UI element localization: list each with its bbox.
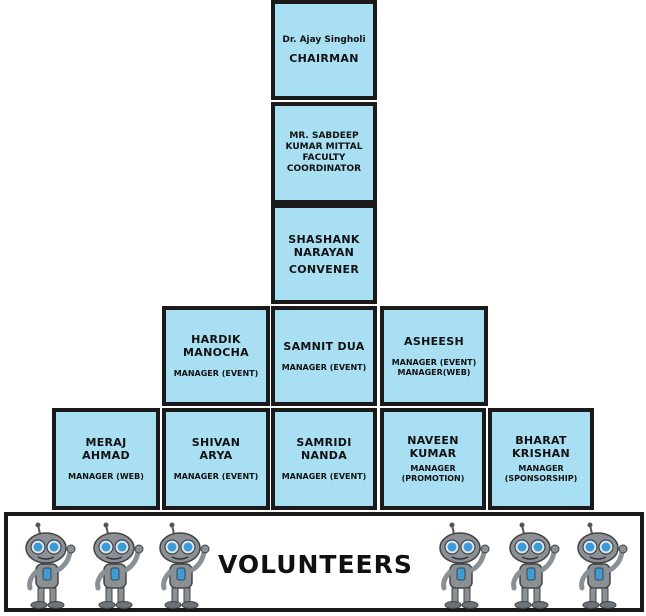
- hardik-box: HARDIK MANOCHA MANAGER (EVENT): [162, 306, 270, 406]
- convener-role: CONVENER: [288, 262, 360, 276]
- naveen-name-line1: NAVEEN: [407, 434, 459, 447]
- bharat-box: BHARAT KRISHAN MANAGER (SPONSORSHIP): [488, 408, 594, 510]
- meraj-name-line1: MERAJ: [85, 436, 127, 449]
- shivan-name-line1: SHIVAN: [191, 436, 241, 449]
- faculty-role-line2: COORDINATOR: [286, 164, 362, 174]
- bharat-name-line1: BHARAT: [515, 434, 567, 447]
- samridi-name-line1: SAMRIDI: [296, 436, 352, 449]
- asheesh-role1: MANAGER (EVENT): [391, 357, 477, 367]
- faculty-name-line2: KUMAR MITTAL: [285, 142, 363, 152]
- chairman-name: Dr. Ajay Singholi: [282, 35, 366, 45]
- shivan-role: MANAGER (EVENT): [173, 472, 259, 481]
- samridi-role: MANAGER (EVENT): [281, 472, 367, 481]
- faculty-name-line1: MR. SABDEEP: [289, 131, 359, 141]
- meraj-name-line2: AHMAD: [82, 449, 130, 462]
- robot-icon: [159, 522, 210, 609]
- samnit-box: SAMNIT DUA MANAGER (EVENT): [271, 306, 377, 406]
- robot-icon: [25, 522, 76, 609]
- hardik-name-line1: HARDIK: [191, 333, 241, 346]
- asheesh-name: ASHEESH: [404, 334, 464, 348]
- robot-icon: [93, 522, 144, 609]
- volunteers-label: VOLUNTEERS: [218, 550, 413, 579]
- shivan-box: SHIVAN ARYA MANAGER (EVENT): [162, 408, 270, 510]
- naveen-role2: (PROMOTION): [401, 474, 465, 483]
- faculty-role-line1: FACULTY: [302, 153, 346, 163]
- shivan-name-line2: ARYA: [199, 449, 233, 462]
- samnit-role: MANAGER (EVENT): [281, 362, 367, 372]
- asheesh-role2: MANAGER(WEB): [397, 367, 471, 377]
- hardik-name-line2: MANOCHA: [183, 346, 249, 359]
- samridi-box: SAMRIDI NANDA MANAGER (EVENT): [271, 408, 377, 510]
- meraj-role: MANAGER (WEB): [68, 472, 144, 481]
- samnit-name: SAMNIT DUA: [283, 339, 365, 353]
- hardik-role: MANAGER (EVENT): [173, 369, 259, 378]
- naveen-role1: MANAGER: [410, 464, 456, 473]
- samridi-name-line2: NANDA: [300, 449, 348, 462]
- naveen-box: NAVEEN KUMAR MANAGER (PROMOTION): [380, 408, 486, 510]
- robot-icon: [577, 522, 628, 609]
- asheesh-box: ASHEESH MANAGER (EVENT) MANAGER(WEB): [380, 306, 488, 406]
- robot-icon: [439, 522, 490, 609]
- convener-name-line2: NARAYAN: [293, 245, 355, 259]
- chairman-role: CHAIRMAN: [289, 52, 359, 65]
- bharat-role1: MANAGER: [518, 464, 564, 473]
- faculty-coordinator-box: MR. SABDEEP KUMAR MITTAL FACULTY COORDIN…: [271, 102, 377, 204]
- convener-name-line1: SHASHANK: [288, 232, 360, 246]
- volunteers-box: VOLUNTEERS: [4, 512, 644, 612]
- meraj-box: MERAJ AHMAD MANAGER (WEB): [52, 408, 160, 510]
- naveen-name-line2: KUMAR: [409, 447, 457, 460]
- chairman-box: Dr. Ajay Singholi CHAIRMAN: [271, 0, 377, 100]
- robot-icon: [509, 522, 560, 609]
- bharat-role2: (SPONSORSHIP): [504, 474, 578, 483]
- bharat-name-line2: KRISHAN: [511, 447, 571, 460]
- convener-box: SHASHANK NARAYAN CONVENER: [271, 204, 377, 304]
